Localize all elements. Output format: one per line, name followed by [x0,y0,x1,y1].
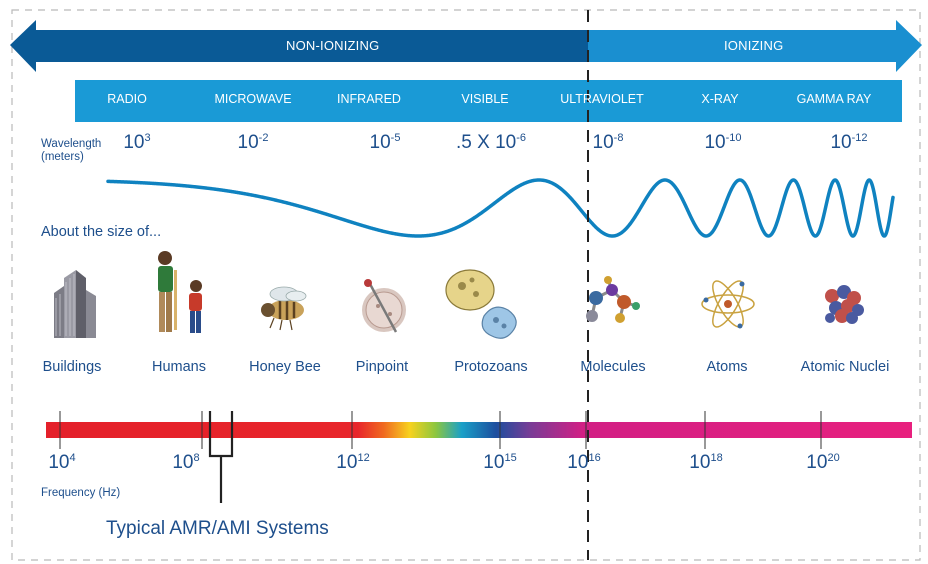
wavelength-exponent: -8 [613,132,624,144]
amr-systems-label: Typical AMR/AMI Systems [106,518,329,539]
object-label-pinpoint: Pinpoint [355,359,409,375]
frequency-ticks [59,411,822,449]
frequency-exponent: 12 [357,452,370,464]
frequency-value: 104 [48,452,75,474]
object-label-buildings: Buildings [42,359,102,375]
object-label-protozoans: Protozoans [454,359,528,375]
object-label-molecules: Molecules [580,359,646,375]
wavelength-value: 103 [123,132,150,154]
frequency-value: 1012 [336,452,369,474]
wavelength-label: Wavelength (meters) [41,138,101,164]
pinpoint-icon [362,279,406,333]
wavelength-value: 10-5 [370,132,401,154]
protozoans-icon [445,269,517,339]
buildings-icon [54,270,96,338]
frequency-bar [46,422,912,438]
size-caption: About the size of... [41,224,162,240]
frequency-base: 10 [689,452,711,473]
wavelength-value: .5 X 10-6 [456,132,526,154]
dashed-frame [11,9,921,561]
non-ionizing-label: NON-IONIZING [286,38,380,53]
wavelength-value: 10-10 [704,132,741,154]
frequency-value: 1015 [483,452,516,474]
object-label-humans: Humans [152,359,206,375]
wavelength-base: 10 [369,132,391,153]
wavelength-exponent: 3 [144,132,151,144]
spectrum-label-gamma-ray: GAMMA RAY [796,92,872,106]
wavelength-base: 10 [123,132,145,153]
wavelength-exponent: -6 [516,132,526,144]
amr-bracket [208,411,234,503]
frequency-base: 10 [483,452,505,473]
wavelength-base: .5 X 10 [456,132,517,153]
wavelength-base: 10 [592,132,614,153]
spectrum-label-ultraviolet: ULTRAVIOLET [560,92,644,106]
frequency-value: 1016 [567,452,600,474]
frequency-base: 10 [567,452,589,473]
atoms-icon [701,280,755,329]
honey-bee-icon [261,286,307,331]
frequency-exponent: 8 [193,452,200,464]
wavelength-unit: (meters) [41,151,84,163]
spectrum-label-microwave: MICROWAVE [214,92,292,106]
frequency-base: 10 [336,452,358,473]
ionizing-arrow [588,20,922,72]
spectrum-label-radio: RADIO [107,92,147,106]
frequency-base: 10 [48,452,70,473]
object-label-atomic-nuclei: Atomic Nuclei [800,359,890,375]
frequency-exponent: 18 [710,452,723,464]
object-label-honey-bee: Honey Bee [249,359,321,375]
wavelength-base: 10 [830,132,852,153]
frequency-base: 10 [806,452,828,473]
frequency-exponent: 16 [588,452,601,464]
object-label-atoms: Atoms [706,359,748,375]
frequency-exponent: 15 [504,452,517,464]
spectrum-label-infrared: INFRARED [337,92,401,106]
frequency-exponent: 4 [69,452,76,464]
wavelength-value: 10-2 [238,132,269,154]
wavelength-title: Wavelength [41,138,102,150]
frequency-base: 10 [172,452,194,473]
frequency-label: Frequency (Hz) [41,487,121,499]
spectrum-label-x-ray: X-RAY [701,92,739,106]
wavelength-exponent: -2 [258,132,269,144]
wavelength-exponent: -10 [725,132,742,144]
atomic-nuclei-icon [825,285,864,324]
spectrum-label-visible: VISIBLE [461,92,509,106]
wavelength-value: 10-12 [830,132,867,154]
non-ionizing-arrow [10,20,588,72]
molecules-icon [586,276,640,323]
spectrum-band-bar [75,80,902,122]
wavelength-exponent: -5 [390,132,401,144]
frequency-value: 1018 [689,452,722,474]
wavelength-base: 10 [237,132,259,153]
frequency-value: 1020 [806,452,839,474]
wavelength-wave [106,178,895,238]
frequency-exponent: 20 [827,452,840,464]
frequency-value: 108 [172,452,199,474]
humans-icon [158,251,202,333]
wavelength-exponent: -12 [851,132,868,144]
ionizing-label: IONIZING [724,38,784,53]
wavelength-value: 10-8 [593,132,624,154]
wavelength-base: 10 [704,132,726,153]
